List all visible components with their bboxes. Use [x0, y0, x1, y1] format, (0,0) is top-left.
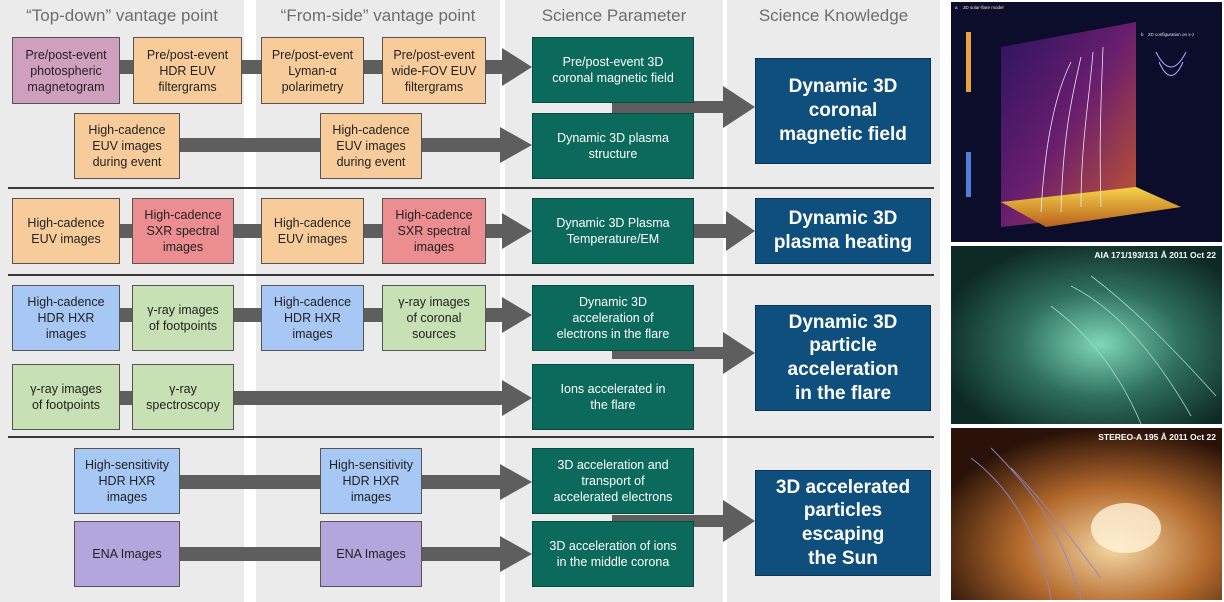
model-b-title: 2D configuration on x-z: [1148, 32, 1195, 37]
connector-bar: [120, 308, 132, 322]
magnetogram-box: Pre/post-event photospheric magnetogram: [12, 37, 120, 104]
section-divider: [8, 436, 934, 438]
param-temperature-em: Dynamic 3D Plasma Temperature/EM: [532, 198, 694, 264]
stereo-image: STEREO-A 195 Å 2011 Oct 22: [951, 428, 1222, 600]
connector-bar: [364, 224, 382, 238]
gamma-footpoints-box: γ-ray images of footpoints: [12, 364, 120, 430]
connector-bar: [364, 308, 382, 322]
header-from-side: “From-side” vantage point: [280, 6, 476, 25]
solar-flare-model-image: a 3D solar-flare model b 2D configuratio…: [951, 2, 1222, 242]
arrow-to-knowledge-field: [612, 86, 755, 128]
header-science-knowledge: Science Knowledge: [758, 6, 909, 25]
hc-euv-top-box: High-cadence EUV images: [12, 198, 120, 264]
param-electron-transport: 3D acceleration and transport of acceler…: [532, 448, 694, 514]
hc-sxr-side-box: High-cadence SXR spectral images: [382, 198, 486, 264]
model-panel-tag: a: [955, 5, 958, 10]
stereo-label: STEREO-A 195 Å 2011 Oct 22: [1098, 432, 1216, 442]
hdr-euv-filtergrams-box: Pre/post-event HDR EUV filtergrams: [133, 37, 242, 104]
model-panel-title: 3D solar-flare model: [963, 5, 1004, 10]
param-electron-accel: Dynamic 3D acceleration of electrons in …: [532, 285, 694, 351]
arrow-to-ion-corona: [422, 536, 532, 572]
knowledge-escaping-particles: 3D accelerated particles escaping the Su…: [755, 470, 931, 576]
connector-bar: [120, 224, 132, 238]
stereo-illustration: [951, 428, 1222, 600]
hc-hxr-side-box: High-cadence HDR HXR images: [261, 285, 364, 351]
connector-bar: [234, 308, 262, 322]
arrow-to-knowledge-particle: [612, 332, 755, 374]
aia-label: AIA 171/193/131 Å 2011 Oct 22: [1094, 250, 1216, 260]
connector-bar: [180, 138, 320, 152]
header-top-down: “Top-down” vantage point: [26, 6, 218, 25]
widefov-euv-box: Pre/post-event wide-FOV EUV filtergrams: [382, 37, 486, 104]
connector-bar: [364, 60, 384, 74]
connector-bar: [180, 475, 320, 489]
ena-side-box: ENA Images: [320, 521, 422, 587]
ena-top-box: ENA Images: [74, 521, 180, 587]
param-coronal-field: Pre/post-event 3D coronal magnetic field: [532, 37, 694, 103]
knowledge-plasma-heating: Dynamic 3D plasma heating: [755, 198, 931, 264]
hc-euv-event-side-box: High-cadence EUV images during event: [320, 113, 422, 179]
knowledge-coronal-field: Dynamic 3D coronal magnetic field: [755, 58, 931, 164]
param-ion-corona: 3D acceleration of ions in the middle co…: [532, 521, 694, 587]
gamma-footpoints-top-box: γ-ray images of footpoints: [132, 285, 234, 351]
hs-hxr-side-box: High-sensitivity HDR HXR images: [320, 448, 422, 514]
lyman-polarimetry-box: Pre/post-event Lyman-α polarimetry: [261, 37, 364, 104]
param-ions-accel: Ions accelerated in the flare: [532, 364, 694, 430]
flare-model-illustration: [966, 22, 1187, 227]
connector-bar: [234, 224, 262, 238]
arrow-to-temperature: [486, 213, 532, 249]
section-divider: [8, 274, 934, 276]
model-b-tag: b: [1141, 32, 1144, 37]
arrow-to-knowledge-heating: [694, 211, 755, 251]
hc-hxr-top-box: High-cadence HDR HXR images: [12, 285, 120, 351]
arrow-to-plasma-structure: [422, 127, 532, 163]
arrow-to-electron-accel: [486, 297, 532, 333]
arrow-to-coronal-field: [486, 48, 532, 86]
connector-bar: [120, 391, 132, 405]
hs-hxr-top-box: High-sensitivity HDR HXR images: [74, 448, 180, 514]
section-divider: [8, 187, 934, 189]
aia-illustration: [951, 246, 1222, 424]
param-plasma-structure: Dynamic 3D plasma structure: [532, 113, 694, 179]
knowledge-particle-acceleration: Dynamic 3D particle acceleration in the …: [755, 305, 931, 411]
hc-sxr-top-box: High-cadence SXR spectral images: [132, 198, 234, 264]
hc-euv-side-box: High-cadence EUV images: [261, 198, 364, 264]
header-science-parameter: Science Parameter: [541, 6, 687, 25]
aia-image: AIA 171/193/131 Å 2011 Oct 22: [951, 246, 1222, 424]
connector-bar: [234, 391, 500, 405]
connector-bar: [242, 60, 262, 74]
gamma-spectroscopy-box: γ-ray spectroscopy: [132, 364, 234, 430]
gamma-coronal-box: γ-ray images of coronal sources: [382, 285, 486, 351]
arrow-to-electron-transport: [422, 464, 532, 500]
connector-bar: [180, 547, 320, 561]
arrow-to-ions-accel: [500, 380, 532, 416]
hc-euv-event-top-box: High-cadence EUV images during event: [74, 113, 180, 179]
